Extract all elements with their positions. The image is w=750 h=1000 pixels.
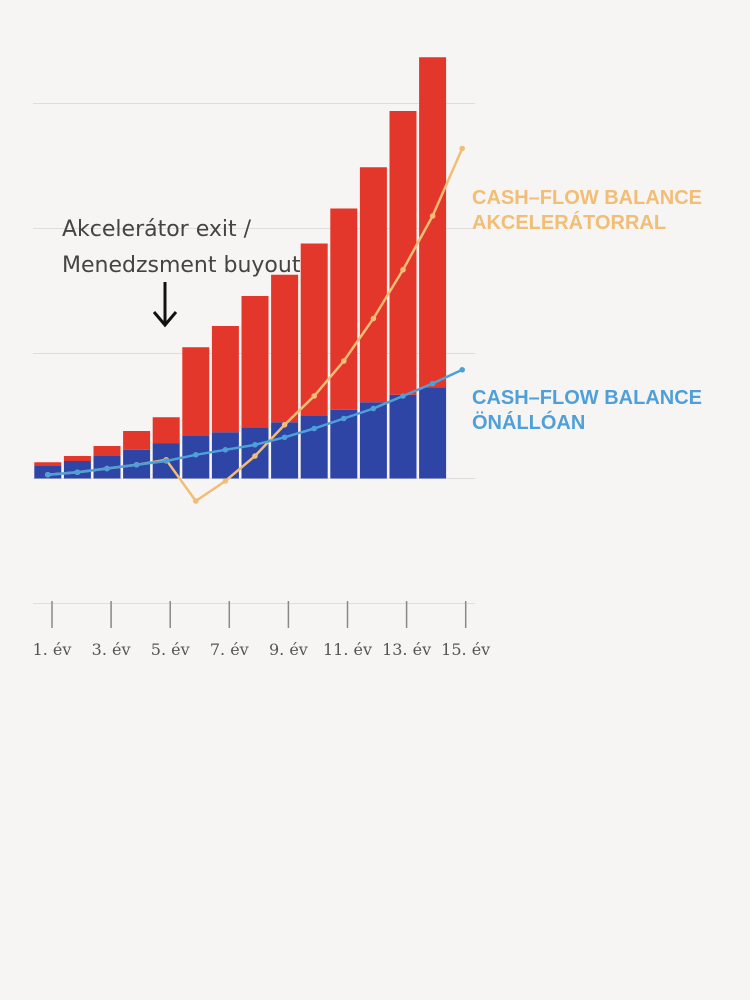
bar-top bbox=[152, 417, 180, 444]
point-standalone bbox=[252, 441, 258, 448]
point-accelerator bbox=[222, 478, 229, 484]
series-label-accelerator: CASH–FLOW BALANCE bbox=[472, 187, 702, 209]
point-standalone bbox=[163, 458, 169, 464]
point-standalone bbox=[222, 446, 229, 453]
bar-top bbox=[359, 167, 387, 403]
point-accelerator bbox=[459, 145, 466, 152]
point-accelerator bbox=[281, 421, 288, 428]
bar-base bbox=[359, 402, 387, 479]
series-lines bbox=[45, 145, 466, 504]
bar-base bbox=[389, 394, 417, 479]
point-standalone bbox=[459, 366, 466, 373]
x-tick-label: 3. év bbox=[92, 640, 131, 659]
point-standalone bbox=[74, 469, 81, 476]
bar-top bbox=[419, 57, 447, 388]
point-standalone bbox=[133, 461, 140, 468]
point-accelerator bbox=[193, 498, 199, 504]
bar-top bbox=[271, 274, 299, 423]
bar-base bbox=[211, 432, 239, 479]
bar-top bbox=[93, 446, 121, 456]
bar-top bbox=[34, 462, 62, 466]
series-label-accelerator: AKCELERÁTORRAL bbox=[472, 211, 666, 234]
annotation-line-1: Akcelerátor exit / bbox=[62, 217, 252, 242]
point-standalone bbox=[45, 471, 51, 478]
x-tick-label: 5. év bbox=[151, 640, 190, 659]
annotation-arrow-head bbox=[152, 311, 178, 328]
x-tick-label: 15. év bbox=[441, 640, 490, 659]
bar-top bbox=[63, 456, 91, 461]
bar-top bbox=[211, 326, 239, 433]
point-standalone bbox=[429, 380, 436, 387]
bar-top bbox=[241, 296, 269, 428]
point-accelerator bbox=[400, 266, 406, 273]
bar-top bbox=[182, 347, 210, 436]
point-accelerator bbox=[341, 358, 347, 364]
bar-base bbox=[271, 422, 299, 479]
series-label-standalone: ÖNÁLLÓAN bbox=[472, 410, 585, 434]
point-standalone bbox=[193, 451, 199, 458]
series-labels: CASH–FLOW BALANCEAKCELERÁTORRALCASH–FLOW… bbox=[472, 187, 702, 434]
bar-base bbox=[241, 427, 269, 479]
x-tick-label: 7. év bbox=[210, 640, 249, 659]
annotation: Akcelerátor exit / Menedzsment buyout bbox=[62, 217, 301, 328]
point-standalone bbox=[370, 405, 377, 412]
point-standalone bbox=[311, 425, 318, 432]
annotation-line-2: Menedzsment buyout bbox=[62, 253, 301, 278]
x-axis: 1. év 3. év 5. év 7. év 9. év 11. év 13. év 15.… bbox=[33, 601, 490, 659]
point-accelerator bbox=[311, 393, 318, 399]
point-standalone bbox=[104, 465, 110, 472]
bar-top bbox=[300, 243, 328, 416]
point-standalone bbox=[341, 415, 347, 422]
x-tick-label: 11. év bbox=[323, 640, 372, 659]
x-tick-label: 9. év bbox=[269, 640, 308, 659]
bar-top bbox=[123, 431, 151, 450]
point-accelerator bbox=[370, 315, 377, 322]
x-tick-label: 1. év bbox=[33, 640, 72, 659]
bar-base bbox=[419, 387, 447, 479]
point-accelerator bbox=[252, 453, 258, 459]
x-tick-label: 13. év bbox=[382, 640, 431, 659]
point-standalone bbox=[281, 434, 288, 441]
series-label-standalone: CASH–FLOW BALANCE bbox=[472, 387, 702, 409]
point-accelerator bbox=[429, 213, 436, 219]
point-standalone bbox=[400, 393, 406, 399]
bar-top bbox=[330, 208, 358, 410]
